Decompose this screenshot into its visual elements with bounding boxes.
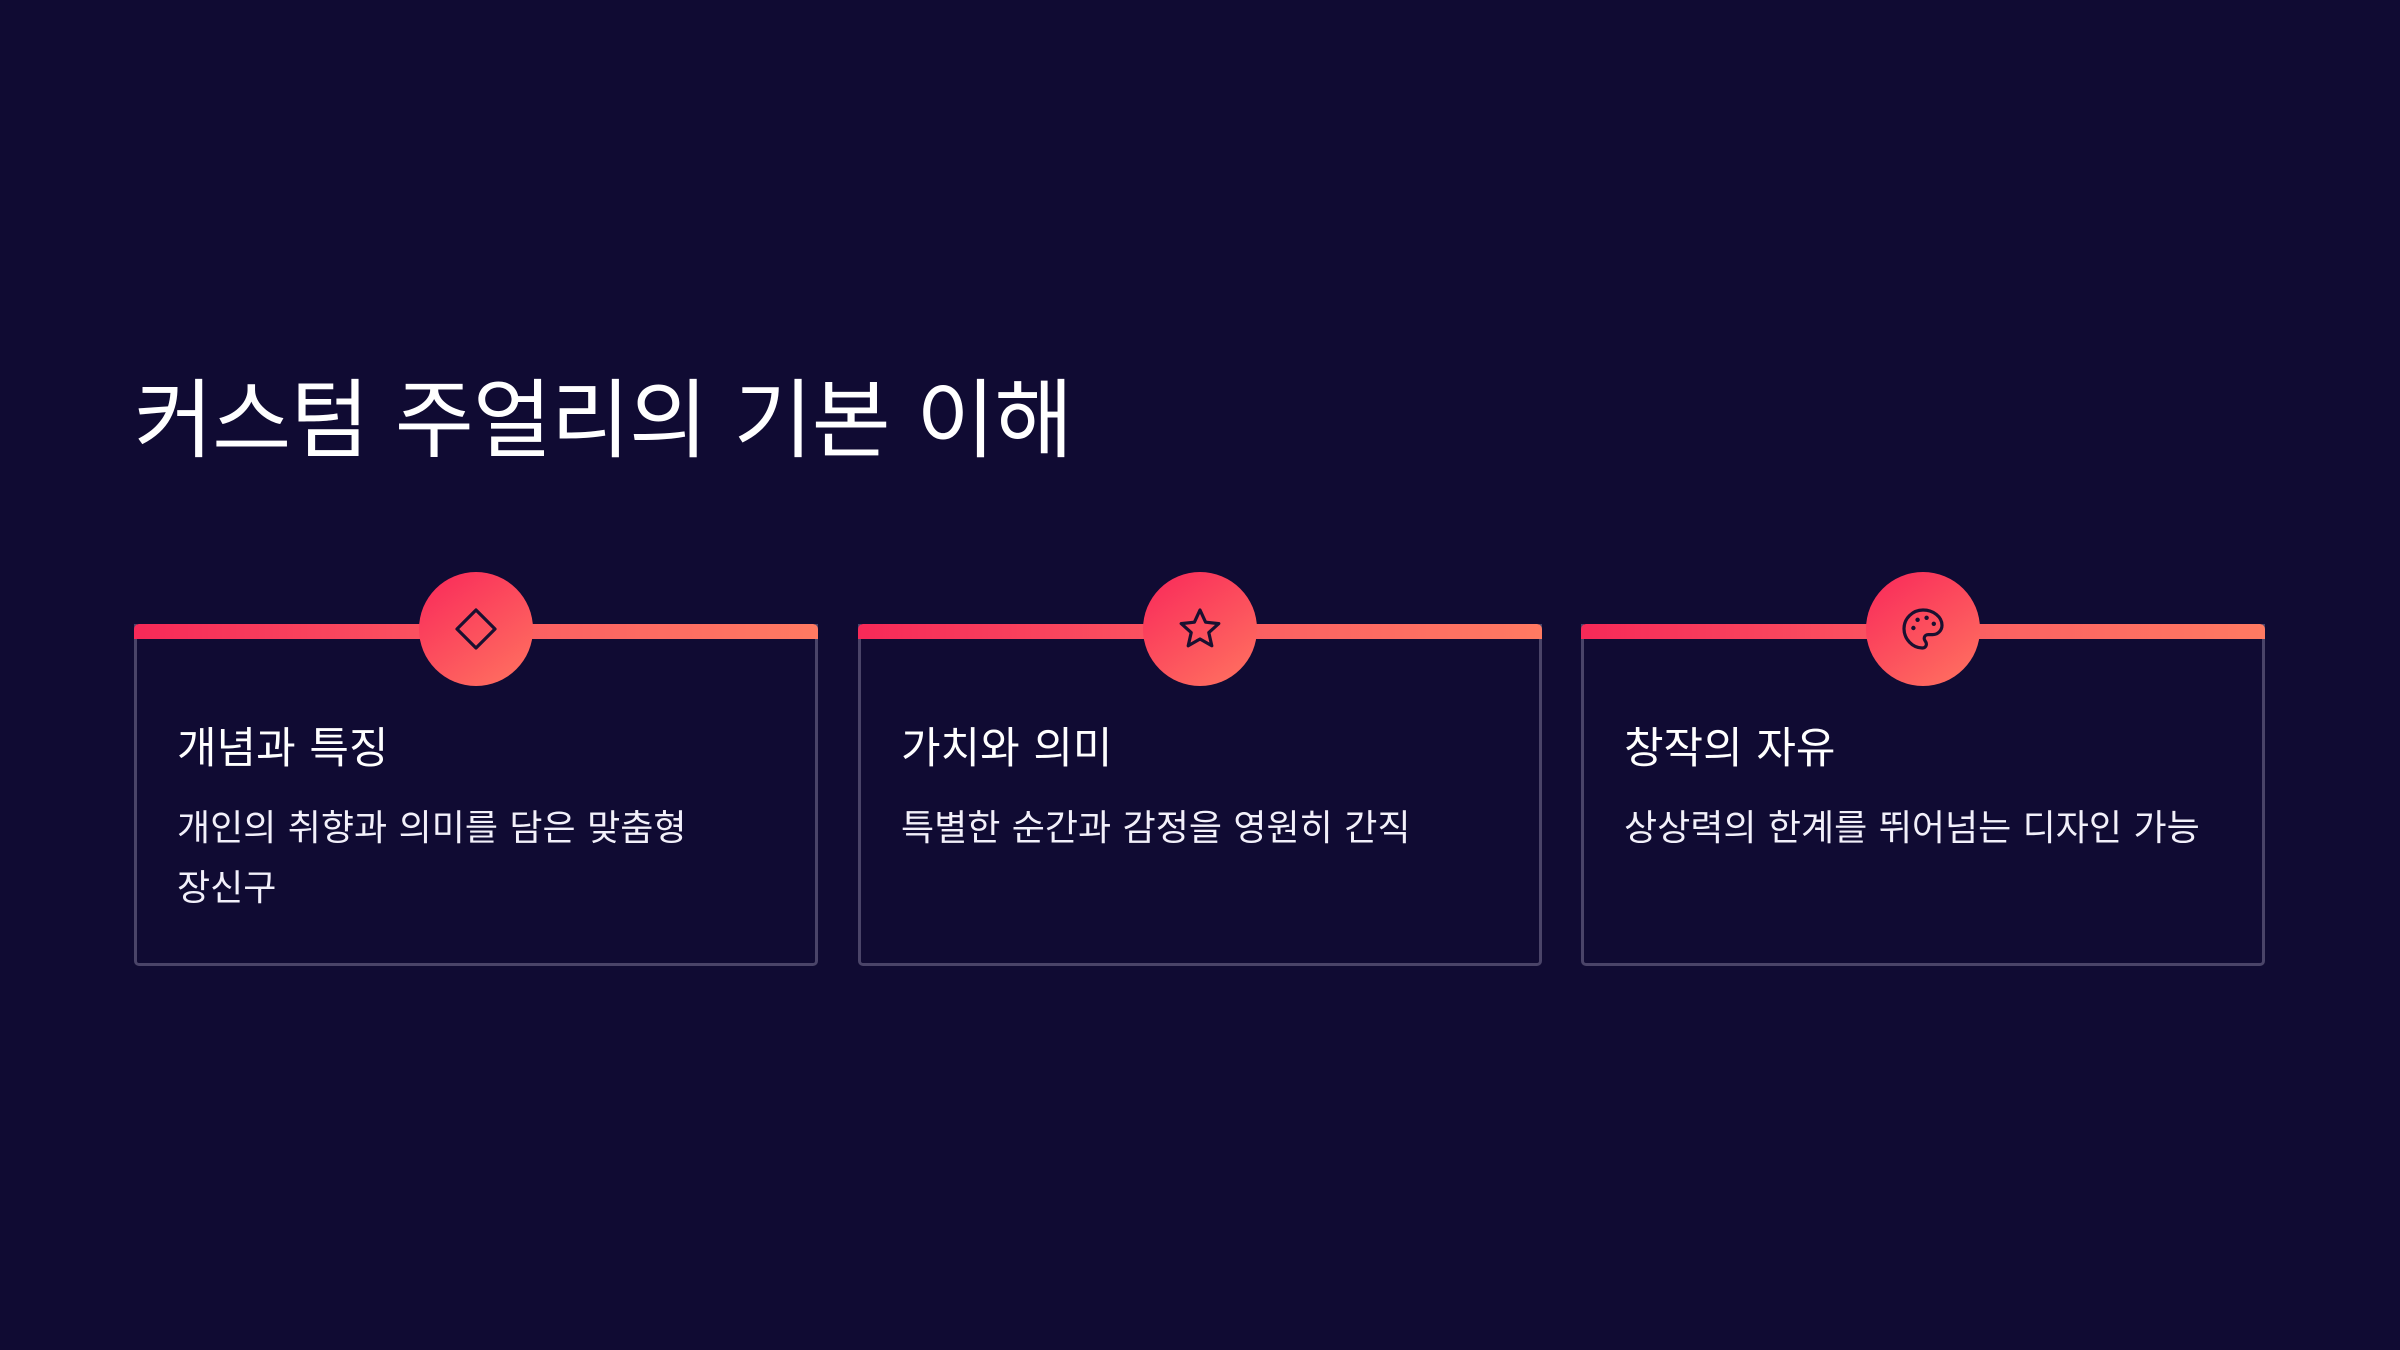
card-title: 창작의 자유	[1624, 724, 1836, 774]
card-icon-badge	[1143, 572, 1257, 686]
card-title: 개념과 특징	[177, 724, 389, 774]
diamond-icon	[455, 608, 497, 650]
star-icon	[1179, 608, 1221, 648]
card-description: 개인의 취향과 의미를 담은 맞춤형 장신구	[177, 808, 687, 909]
card-creativity: 창작의 자유 상상력의 한계를 뛰어넘는 디자인 가능	[1581, 572, 2265, 966]
card-description: 상상력의 한계를 뛰어넘는 디자인 가능	[1624, 808, 2200, 849]
card-value: 가치와 의미 특별한 순간과 감정을 영원히 간직	[858, 572, 1542, 966]
card-description: 특별한 순간과 감정을 영원히 간직	[901, 808, 1411, 849]
card-icon-badge	[419, 572, 533, 686]
card-title: 가치와 의미	[901, 724, 1113, 774]
slide-title: 커스텀 주얼리의 기본 이해	[134, 371, 1073, 471]
card-concept: 개념과 특징 개인의 취향과 의미를 담은 맞춤형 장신구	[134, 572, 818, 966]
palette-icon	[1902, 608, 1944, 650]
card-icon-badge	[1866, 572, 1980, 686]
